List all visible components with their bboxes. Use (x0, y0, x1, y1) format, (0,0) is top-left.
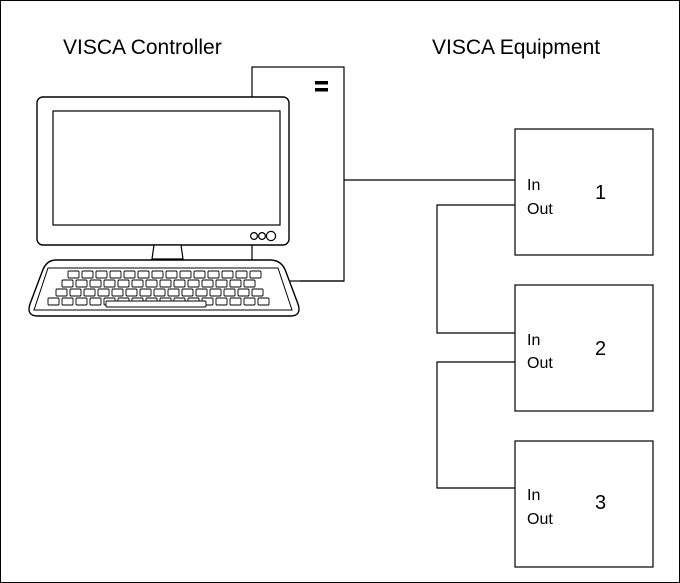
keyboard-key (145, 279, 158, 288)
device-2-in-label: In (527, 332, 540, 349)
keyboard-key (67, 270, 80, 279)
keyboard-key (139, 288, 152, 297)
keyboard-key (95, 270, 108, 279)
keyboard-key (61, 279, 74, 288)
keyboard-key (151, 270, 164, 279)
controller-heading: VISCA Controller (63, 36, 222, 59)
keyboard-icon (28, 259, 300, 317)
keyboard-key (195, 288, 208, 297)
keyboard-key (153, 288, 166, 297)
keyboard-key (75, 279, 88, 288)
keyboard-key (75, 297, 88, 306)
device-2-number: 2 (595, 338, 606, 360)
keyboard-key (83, 288, 96, 297)
keyboard-key (181, 288, 194, 297)
device-1-number: 1 (595, 182, 606, 204)
keyboard-key (179, 270, 192, 279)
keyboard-key (215, 297, 228, 306)
keyboard-key (235, 270, 248, 279)
keyboard-key (159, 279, 172, 288)
device-box-3 (514, 440, 654, 568)
keyboard-key (81, 270, 94, 279)
keyboard-key (209, 288, 222, 297)
keyboard-key (123, 270, 136, 279)
keyboard-key (89, 279, 102, 288)
device-1-to-device-2-cable (436, 204, 515, 334)
keyboard-key (215, 279, 228, 288)
keyboard-key (167, 288, 180, 297)
keyboard-spacebar (105, 300, 207, 308)
keyboard-key (237, 288, 250, 297)
device-1-out-label: Out (527, 201, 553, 218)
keyboard-key (229, 297, 242, 306)
keyboard-key (109, 270, 122, 279)
keyboard-key (103, 279, 116, 288)
keyboard-key (229, 279, 242, 288)
device-1-in-label: In (527, 177, 540, 194)
device-3-out-label: Out (527, 511, 553, 528)
keyboard-key (249, 270, 262, 279)
keyboard-key (47, 297, 60, 306)
keyboard-key (97, 288, 110, 297)
device-3-in-label: In (527, 487, 540, 504)
keyboard-key (89, 297, 102, 306)
keyboard-key (125, 288, 138, 297)
keyboard-key (111, 288, 124, 297)
device-box-1 (514, 128, 654, 256)
keyboard-key (221, 270, 234, 279)
keyboard-key (251, 288, 264, 297)
keyboard-key (243, 297, 256, 306)
keyboard-key (243, 279, 256, 288)
keyboard-key (165, 270, 178, 279)
keyboard-key (61, 297, 74, 306)
keyboard-key (131, 279, 144, 288)
equipment-heading: VISCA Equipment (432, 36, 600, 59)
keyboard-key (55, 288, 68, 297)
keyboard-key (193, 270, 206, 279)
keyboard-key (223, 288, 236, 297)
keyboard-key (173, 279, 186, 288)
device-box-2 (514, 284, 654, 412)
keyboard-key (207, 270, 220, 279)
monitor-icon (36, 96, 290, 260)
keyboard-key (187, 279, 200, 288)
device-3-number: 3 (595, 492, 606, 514)
keyboard-key (257, 297, 270, 306)
device-2-to-device-3-cable (436, 361, 515, 489)
device-2-out-label: Out (527, 355, 553, 372)
keyboard-key (117, 279, 130, 288)
keyboard-key (201, 279, 214, 288)
keyboard-key (137, 270, 150, 279)
keyboard-key (69, 288, 82, 297)
